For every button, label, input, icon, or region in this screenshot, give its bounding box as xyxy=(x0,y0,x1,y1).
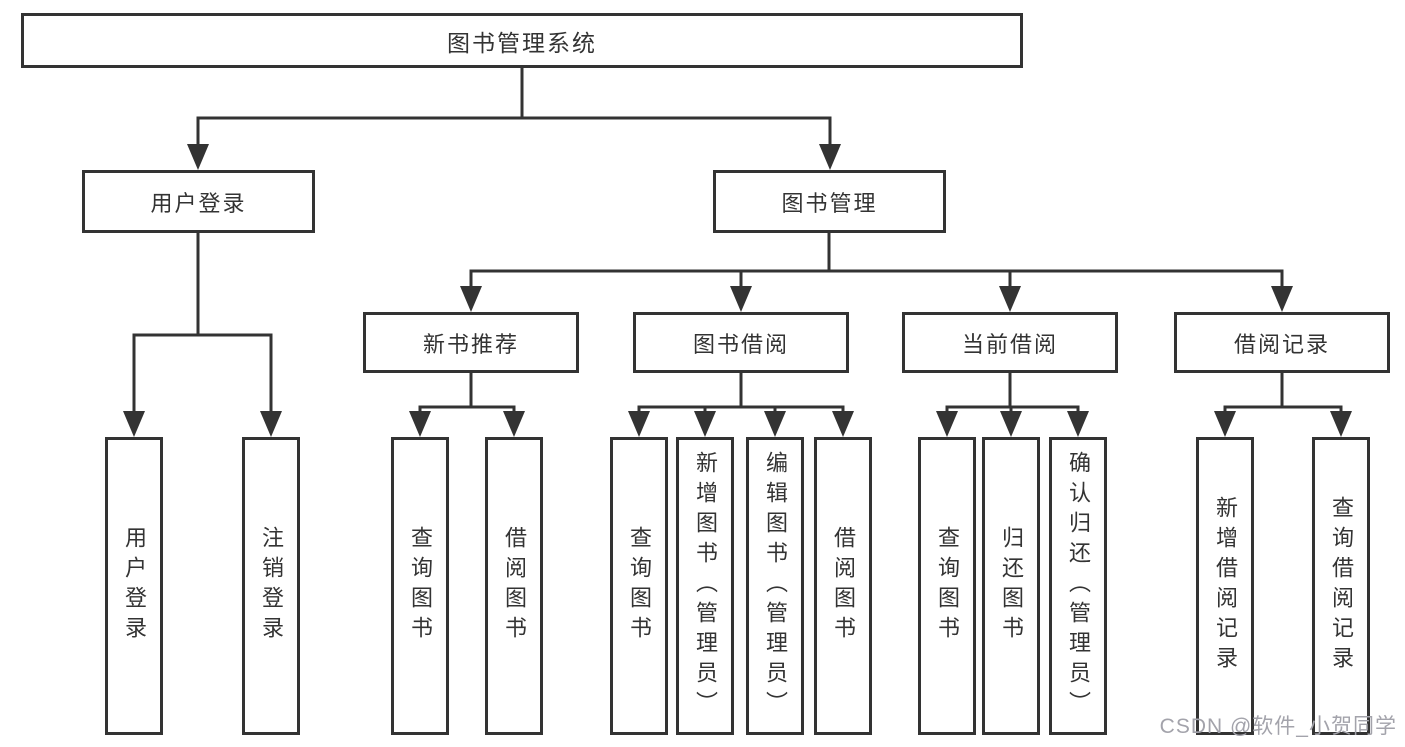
arrow-icon xyxy=(764,411,786,437)
arrow-icon xyxy=(936,411,958,437)
arrow-icon xyxy=(999,286,1021,312)
node-borrow-records: 借阅记录 xyxy=(1174,312,1390,373)
leaf-confirm-return-admin: 确认归还（管理员） xyxy=(1049,437,1107,735)
leaf-add-book-admin: 新增图书（管理员） xyxy=(676,437,734,735)
leaf-borrow-books: 借阅图书 xyxy=(814,437,872,735)
connector-user-login-to-leaves xyxy=(132,231,273,420)
arrow-icon xyxy=(730,286,752,312)
connector-book-borrow-to-leaves xyxy=(637,371,845,422)
leaf-query-books-current: 查询图书 xyxy=(918,437,976,735)
arrow-icon xyxy=(123,411,145,437)
leaf-query-books-borrow: 查询图书 xyxy=(610,437,668,735)
leaf-user-login: 用户登录 xyxy=(105,437,163,735)
arrow-icon xyxy=(832,411,854,437)
arrow-icon xyxy=(187,144,209,170)
arrow-icon xyxy=(1214,411,1236,437)
arrow-icon xyxy=(628,411,650,437)
node-book-management: 图书管理 xyxy=(713,170,946,233)
leaf-add-borrow-record: 新增借阅记录 xyxy=(1196,437,1254,735)
arrow-icon xyxy=(503,411,525,437)
arrowheads xyxy=(123,144,1352,437)
connector-new-book-to-leaves xyxy=(418,371,516,422)
node-user-login: 用户登录 xyxy=(82,170,315,233)
connector-root-to-level2 xyxy=(196,66,832,154)
arrow-icon xyxy=(460,286,482,312)
connector-borrow-records-to-leaves xyxy=(1223,371,1343,422)
arrow-icon xyxy=(1067,411,1089,437)
arrow-icon xyxy=(694,411,716,437)
node-book-borrow: 图书借阅 xyxy=(633,312,849,373)
leaf-edit-book-admin: 编辑图书（管理员） xyxy=(746,437,804,735)
leaf-query-borrow-record: 查询借阅记录 xyxy=(1312,437,1370,735)
node-root: 图书管理系统 xyxy=(21,13,1023,68)
arrow-icon xyxy=(819,144,841,170)
watermark-text: CSDN @软件_小贺同学 xyxy=(1159,715,1397,738)
leaf-query-books-recommend: 查询图书 xyxy=(391,437,449,735)
connector-book-mgmt-to-level3 xyxy=(469,231,1284,296)
leaf-borrow-books-recommend: 借阅图书 xyxy=(485,437,543,735)
arrow-icon xyxy=(409,411,431,437)
arrow-icon xyxy=(1330,411,1352,437)
leaf-return-book: 归还图书 xyxy=(982,437,1040,735)
arrow-icon xyxy=(260,411,282,437)
arrow-icon xyxy=(1271,286,1293,312)
node-new-book-recommend: 新书推荐 xyxy=(363,312,579,373)
node-current-borrow: 当前借阅 xyxy=(902,312,1118,373)
arrow-icon xyxy=(1000,411,1022,437)
leaf-logout: 注销登录 xyxy=(242,437,300,735)
